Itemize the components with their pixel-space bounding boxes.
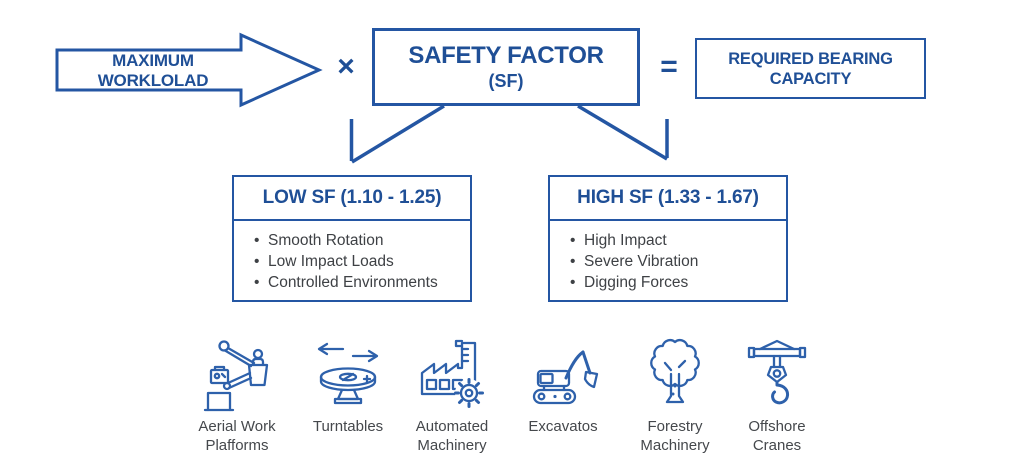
app-excavators: Excavatos — [515, 336, 611, 436]
low-sf-box: LOW SF (1.10 - 1.25) Smooth Rotation Low… — [232, 175, 472, 302]
app-label: Automated Machinery — [415, 418, 489, 454]
required-bearing-label: REQUIRED BEARING CAPACITY — [728, 49, 893, 88]
low-sf-item: Smooth Rotation — [254, 230, 470, 251]
low-sf-item: Low Impact Loads — [254, 251, 470, 272]
factory-gear-icon — [420, 339, 484, 408]
tree-icon — [650, 339, 700, 404]
low-sf-title: LOW SF (1.10 - 1.25) — [234, 177, 470, 221]
safety-factor-sub: (SF) — [488, 71, 524, 91]
app-offshore-cranes: Offshore Cranes — [729, 336, 825, 455]
app-label: Forestry Machinery — [640, 418, 710, 454]
turntable-icon — [317, 342, 379, 405]
low-sf-item: Controlled Environments — [254, 272, 470, 293]
required-bearing-box: REQUIRED BEARING CAPACITY — [695, 38, 926, 99]
low-sf-list: Smooth Rotation Low Impact Loads Control… — [234, 230, 470, 293]
app-turntables: Turntables — [300, 336, 396, 436]
high-sf-box: HIGH SF (1.33 - 1.67) High Impact Severe… — [548, 175, 788, 302]
safety-factor-title: SAFETY FACTOR — [408, 42, 604, 69]
excavator-icon — [532, 350, 599, 405]
app-label: Aerial Work Plafforms — [198, 418, 276, 454]
aerial-work-platform-icon — [203, 340, 269, 412]
high-sf-item: Digging Forces — [570, 272, 786, 293]
app-label: Turntables — [312, 418, 384, 435]
equals-sign: = — [660, 50, 678, 83]
safety-factor-box: SAFETY FACTOR (SF) — [372, 28, 640, 106]
high-sf-item: Severe Vibration — [570, 251, 786, 272]
app-aerial-work-platforms: Aerial Work Plafforms — [189, 336, 285, 455]
high-sf-list: High Impact Severe Vibration Digging For… — [550, 230, 786, 293]
high-sf-item: High Impact — [570, 230, 786, 251]
app-label: Excavatos — [528, 418, 598, 435]
app-label: Offshore Cranes — [748, 418, 806, 454]
high-sf-title: HIGH SF (1.33 - 1.67) — [550, 177, 786, 221]
app-automated-machinery: Automated Machinery — [404, 336, 500, 455]
app-forestry-machinery: Forestry Machinery — [627, 336, 723, 455]
multiply-sign: × — [337, 50, 355, 83]
crane-hook-icon — [747, 339, 807, 405]
workload-arrow-shape — [55, 32, 323, 108]
max-workload-label: MAXIMUM WORKLOLAD — [97, 51, 209, 90]
